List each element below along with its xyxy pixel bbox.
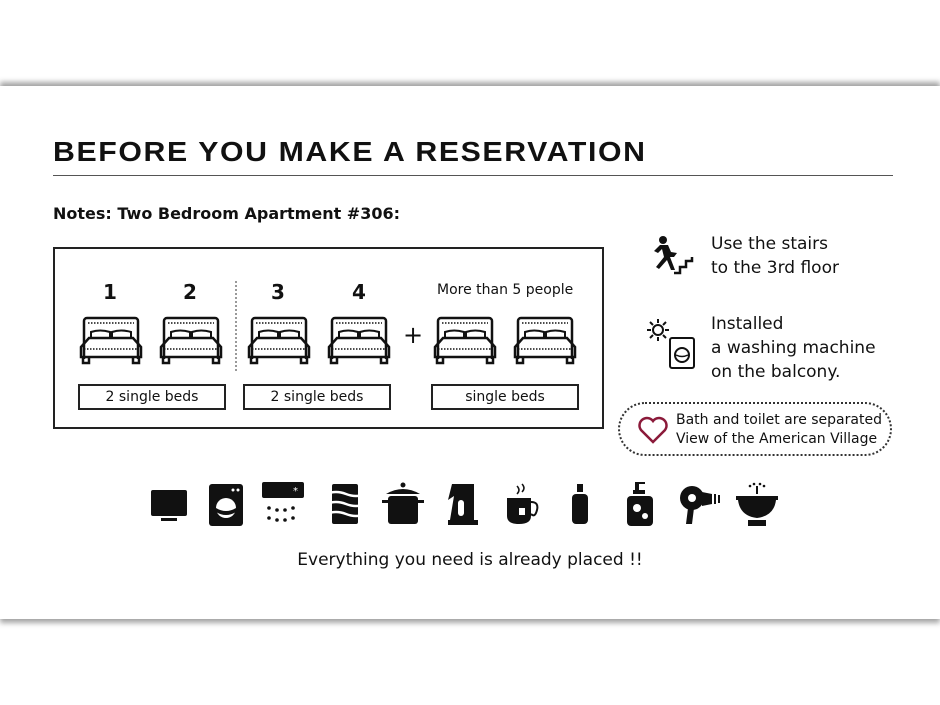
stairs-icon	[654, 236, 694, 275]
heater-icon	[325, 484, 367, 524]
stairs-info: Use the stairs to the 3rd floor	[711, 232, 839, 280]
washer-line-1: Installed	[711, 314, 784, 334]
tv-icon	[151, 490, 187, 521]
title-divider	[53, 175, 893, 176]
bed-label-2: 2 single beds	[243, 384, 391, 410]
bed-icon	[159, 315, 223, 365]
bed-icon	[79, 315, 143, 365]
lotion-bottle-icon	[572, 484, 588, 524]
bed-arrangement-panel: 1 2 3 4 More than 5 people + 2 single be…	[53, 247, 604, 429]
air-conditioner-icon: *	[262, 482, 304, 522]
bed-icon	[247, 315, 311, 365]
apartment-notes: Notes: Two Bedroom Apartment #306:	[53, 204, 400, 223]
guest-number-2: 2	[183, 280, 197, 304]
heart-icon	[638, 416, 668, 444]
plus-sign: +	[403, 321, 424, 349]
guest-number-1: 1	[103, 280, 117, 304]
page-title: BEFORE YOU MAKE A RESERVATION	[53, 136, 647, 167]
bed-icon	[327, 315, 391, 365]
washer-sun-icon	[647, 319, 695, 369]
stairs-line-2: to the 3rd floor	[711, 258, 839, 278]
bed-icon	[513, 315, 577, 365]
bed-label-1: 2 single beds	[78, 384, 226, 410]
highlight-bath-toilet: Bath and toilet are separated	[676, 412, 882, 428]
washer-line-2: a washing machine	[711, 338, 876, 358]
guest-number-3: 3	[271, 280, 285, 304]
more-than-5-label: More than 5 people	[437, 282, 574, 298]
notice-card	[0, 86, 940, 619]
highlight-view: View of the American Village	[676, 431, 878, 447]
washer-line-3: on the balcony.	[711, 362, 841, 382]
stairs-line-1: Use the stairs	[711, 234, 828, 254]
bed-label-3: single beds	[431, 384, 579, 410]
highlights-badge: Bath and toilet are separated View of th…	[618, 402, 892, 456]
footer-text: Everything you need is already placed !!	[297, 550, 643, 570]
soap-dispenser-icon	[627, 482, 653, 526]
hair-dryer-icon	[680, 486, 720, 524]
washbasin-icon	[736, 482, 778, 526]
bed-icon	[433, 315, 497, 365]
svg-text:*: *	[293, 486, 298, 497]
washing-machine-icon	[209, 484, 243, 526]
electric-kettle-icon	[448, 484, 478, 525]
tea-cup-icon	[507, 483, 539, 524]
dotted-separator	[235, 281, 237, 371]
cooking-pot-icon	[382, 482, 424, 524]
guest-number-4: 4	[352, 280, 366, 304]
washer-info: Installed a washing machine on the balco…	[711, 312, 876, 384]
